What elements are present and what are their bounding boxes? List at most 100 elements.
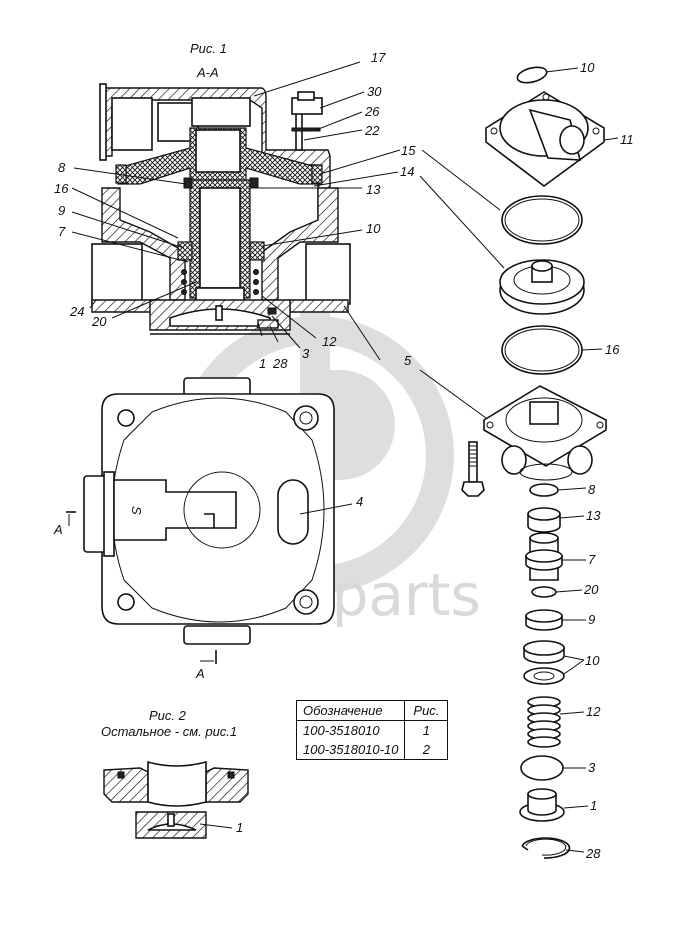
cross-section-a-a — [91, 83, 351, 335]
callout-26: 26 — [364, 104, 380, 119]
ring-20-ex — [531, 586, 557, 598]
fig2-right-housing — [205, 767, 249, 803]
fig1-section-label: А-А — [196, 65, 219, 80]
seal-13 — [249, 177, 259, 189]
callout-5: 5 — [404, 353, 412, 368]
fig2-callout-1: 1 — [236, 820, 243, 835]
fig1-leaders — [71, 61, 401, 361]
fig2-valve-1-pin — [167, 813, 175, 827]
fig2-section — [103, 760, 249, 839]
spec-table: Обозначение Рис. 100-3518010 1 100-35180… — [296, 700, 449, 760]
valve-7-ex-collar-top — [525, 549, 563, 563]
exploded-callout-8: 8 — [588, 482, 596, 497]
callout-15: 15 — [401, 143, 416, 158]
spec-figure: 2 — [404, 740, 448, 760]
callout-1: 1 — [259, 356, 266, 371]
o-ring-15 — [501, 195, 583, 245]
fig1-title: Рис. 1 — [190, 41, 227, 56]
exploded-callout-20: 20 — [583, 582, 599, 597]
body-5-ex-port-l — [501, 445, 527, 475]
exploded-callout-16: 16 — [605, 342, 620, 357]
exploded-view: 10 11 16 — [419, 60, 634, 861]
callout-16: 16 — [54, 181, 69, 196]
callout-3: 3 — [302, 346, 310, 361]
spec-header-designation: Обозначение — [296, 700, 405, 721]
spec-table-row: 100-3518010 1 — [297, 720, 448, 740]
mount-bolt-br-inner — [299, 595, 313, 609]
callout-4: 4 — [356, 494, 363, 509]
mount-bolt-br — [293, 589, 319, 615]
nameplate-slot-4 — [277, 479, 309, 545]
mount-bolt-tr — [293, 405, 319, 431]
spec-designation: 100-3518010-10 — [303, 742, 399, 757]
seal-8 — [183, 177, 193, 189]
cover-11-hole-t — [542, 93, 550, 101]
snap-ring-28-ex-inner — [525, 838, 567, 856]
callout-10: 10 — [366, 221, 381, 236]
fig2-note: Остальное - см. рис.1 — [101, 724, 237, 739]
o-ring-3-ex — [520, 755, 564, 781]
seal-10a-ex-top — [523, 640, 565, 656]
cover-11-port-bore — [559, 125, 585, 155]
bolt-head-top — [297, 91, 315, 101]
exhaust-flap — [113, 479, 237, 541]
body-5-ex-port-r — [567, 445, 593, 475]
left-port-flange — [99, 83, 107, 161]
seal-15-right — [311, 164, 323, 184]
fig2-seal-r — [227, 771, 235, 779]
section-letter-bottom: А — [195, 666, 205, 681]
callout-24: 24 — [69, 304, 84, 319]
callout-22: 22 — [364, 123, 380, 138]
valve-1-ex-top — [527, 788, 557, 800]
callout-13: 13 — [366, 182, 381, 197]
cover-top-pocket — [191, 97, 251, 127]
fig2-title: Рис. 2 — [149, 708, 187, 723]
exploded-callout-11: 11 — [620, 132, 634, 147]
top-view: S А А — [53, 377, 335, 681]
exploded-callout-3: 3 — [588, 760, 596, 775]
snap-ring-28-ex — [521, 837, 571, 859]
body-stamp: S — [129, 506, 144, 515]
valve-1-ex-body — [527, 793, 557, 816]
corner-mark — [204, 513, 215, 528]
cover-11-hole-r — [592, 127, 600, 135]
valve-7-ex-top — [529, 532, 559, 544]
fig2-seal-l — [117, 771, 125, 779]
mount-hole-tl — [117, 409, 135, 427]
body-5-ex-center — [529, 401, 559, 425]
seal-10b-ex-inner — [533, 671, 555, 681]
body-5-ex-bowl — [505, 397, 583, 443]
mount-bolt-tr-inner — [299, 411, 313, 425]
right-port-wall — [289, 299, 349, 313]
spec-table-header-row: Обозначение Рис. — [296, 700, 448, 721]
exhaust-pin — [215, 305, 223, 321]
callout-12: 12 — [322, 334, 337, 349]
o-ring-16-inner — [504, 328, 580, 372]
ring-8-ex — [529, 483, 559, 497]
exploded-callout-9: 9 — [588, 612, 595, 627]
bolt-ex-head — [461, 481, 485, 497]
exploded-callout-12: 12 — [586, 704, 601, 719]
cover-11-hole-l — [490, 127, 498, 135]
exploded-callout-28: 28 — [585, 846, 601, 861]
seal-10b-ex — [523, 667, 565, 685]
body-5-ex-hole-r — [596, 421, 604, 429]
retaining-ring-28 — [257, 319, 279, 329]
body-5-ex-hole-l — [486, 421, 494, 429]
body-5-ex-bottom — [519, 463, 573, 481]
piston-14-ex-stem-top — [531, 260, 553, 272]
seal-9 — [177, 241, 193, 261]
gasket-10-top — [516, 66, 548, 84]
callout-30: 30 — [367, 84, 382, 99]
o-ring-3 — [267, 307, 277, 315]
fig2-left-housing — [103, 767, 149, 803]
left-port-24 — [91, 243, 143, 305]
piston-center-cavity — [195, 129, 241, 173]
callout-17: 17 — [371, 50, 386, 65]
callout-9: 9 — [58, 203, 65, 218]
washer-26 — [291, 127, 321, 132]
mount-hole-bl — [117, 593, 135, 611]
spec-figure: 1 — [404, 720, 448, 740]
bolt-ex-thread — [469, 445, 477, 467]
